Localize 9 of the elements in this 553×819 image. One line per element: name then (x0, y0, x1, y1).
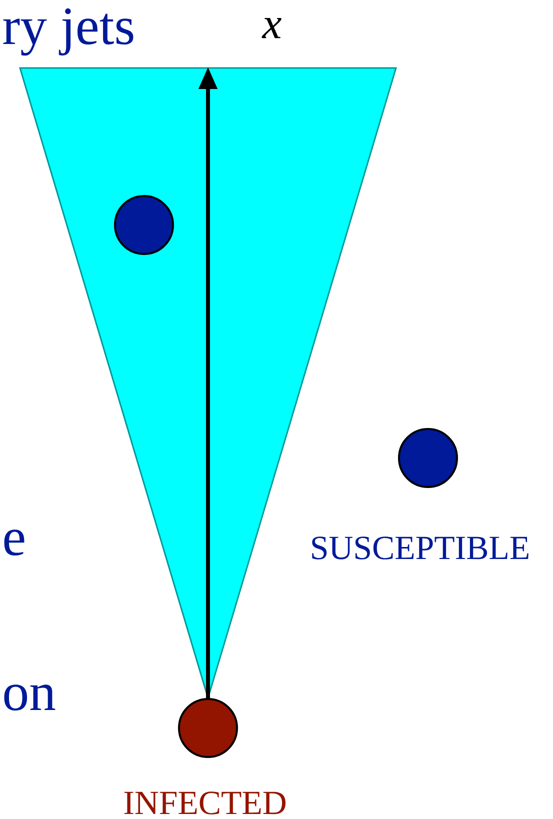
state-label: SUSCEPTIBLE (312, 536, 528, 560)
text-fragment: e (4, 530, 24, 556)
dot (114, 195, 174, 255)
text-fragment: ry jets (3, 8, 134, 56)
text-fragment: on (4, 684, 56, 711)
state-label: INFECTED (124, 792, 286, 814)
dot (178, 698, 238, 758)
axis-label: x (262, 18, 282, 38)
dot (398, 428, 458, 488)
